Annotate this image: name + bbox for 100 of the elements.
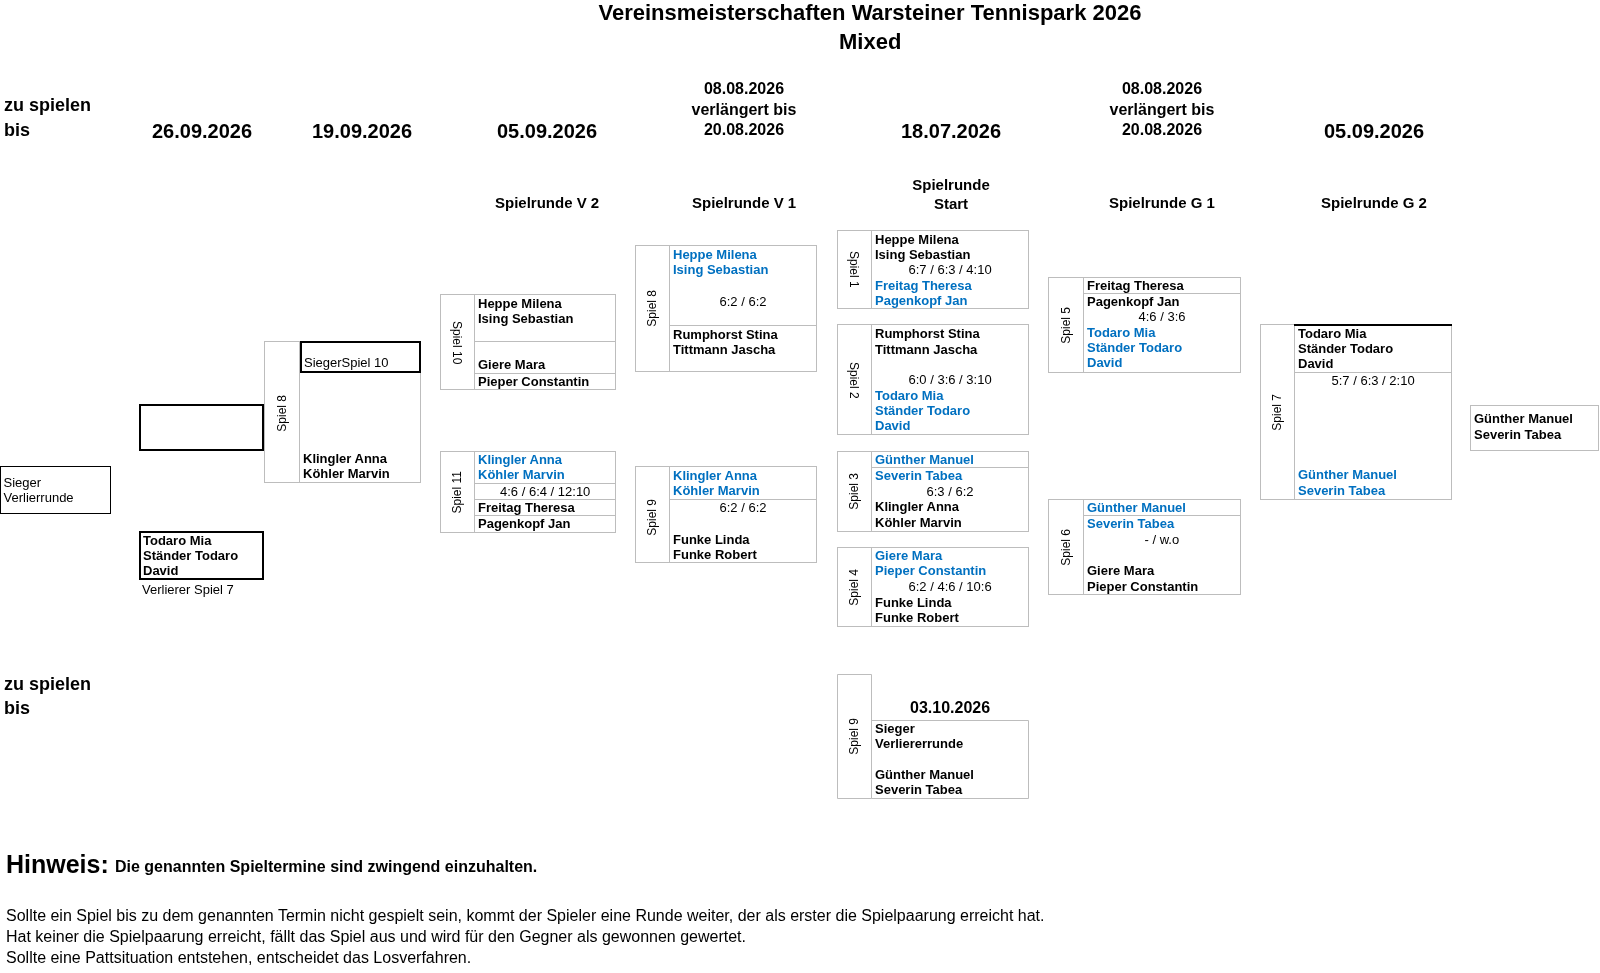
player-name: Severin Tabea (1087, 516, 1175, 531)
player-name: Heppe Milena (673, 247, 757, 262)
player-name: Giere Mara (1087, 563, 1155, 578)
match-number: Spiel 6 (1058, 528, 1073, 566)
round-heading: Spielrunde G 1 (1109, 194, 1215, 212)
player-name: Klingler Anna (673, 468, 758, 483)
player-name: Freitag Theresa (875, 278, 972, 293)
match-number: Spiel 5 (1058, 306, 1073, 344)
player-name: Freitag Theresa (478, 500, 575, 515)
player-name: Giere Mara (478, 357, 546, 372)
player-name: Ständer Todaro David (1298, 341, 1395, 371)
player-name: Severin Tabea (875, 468, 963, 483)
page-subtitle: Mixed (839, 30, 902, 54)
player-name: Rumphorst Stina (875, 326, 980, 341)
player-name: Todaro Mia (875, 388, 944, 403)
player-name: Ising Sebastian (875, 247, 971, 262)
team-box (139, 531, 264, 580)
player-name: Funke Robert (673, 547, 757, 562)
player-name: Todaro Mia (1298, 326, 1367, 341)
match-box (837, 324, 1029, 435)
match-number: Spiel 9 (847, 717, 861, 755)
player-name: Severin Tabea (1298, 483, 1386, 498)
placeholder-text: SiegerSpiel 10 (304, 355, 389, 370)
date-heading: 18.07.2026 (901, 119, 1002, 143)
player-name: Günther Manuel (875, 767, 974, 782)
match-box (837, 674, 1029, 799)
match-box (635, 466, 817, 563)
player-name: Pagenkopf Jan (875, 293, 968, 308)
match-box (635, 245, 817, 372)
player-name: Tittmann Jascha (673, 342, 776, 357)
match-box (837, 230, 1029, 309)
score-text: 6:2 / 6:2 (719, 294, 767, 309)
player-name: Pieper Constantin (478, 374, 590, 389)
match-number: Spiel 8 (645, 289, 659, 327)
match-number: Spiel 1 (847, 250, 861, 288)
player-name: Ständer Todaro David (1087, 340, 1184, 370)
match-number: Spiel 10 (450, 320, 464, 364)
score-text: 6:2 / 4:6 / 10:6 (908, 579, 992, 594)
player-name: Todaro Mia (143, 533, 212, 548)
player-name: Ising Sebastian (478, 311, 574, 326)
match-box (837, 547, 1029, 627)
score-text: 5:7 / 6:3 / 2:10 (1331, 373, 1415, 388)
player-name: Sieger Verliererrunde (875, 721, 965, 751)
match-box (440, 451, 616, 533)
score-text: - / w.o (1144, 532, 1180, 547)
round-heading: Spielrunde Start (911, 175, 991, 213)
player-name: Tittmann Jascha (875, 342, 978, 357)
match-number: Spiel 7 (1270, 393, 1284, 431)
round-heading: Spielrunde V 1 (692, 194, 797, 212)
empty-box (139, 404, 264, 451)
player-name: Giere Mara (875, 548, 943, 563)
score-text: 6:0 / 3:6 / 3:10 (908, 372, 992, 387)
placeholder-box (300, 341, 421, 373)
match-box (1048, 277, 1241, 373)
player-name: Günther Manuel (1474, 411, 1573, 426)
match-number: Spiel 2 (847, 361, 861, 399)
player-name: Funke Robert (875, 610, 959, 625)
note-heading: Hinweis: (6, 849, 109, 879)
player-name: Ständer Todaro David (875, 403, 972, 433)
player-name: Pieper Constantin (875, 563, 987, 578)
match-number: Spiel 8 (274, 394, 289, 432)
match-number: Spiel 9 (645, 498, 659, 536)
note-text: Sollte ein Spiel bis zu dem genannten Termin nicht gespielt sein, kommt der Spieler eine Runde weiter, der als erster die Spielpaarung erreicht hat. (6, 906, 1045, 926)
player-name: Ständer Todaro David (143, 548, 240, 578)
player-name: Todaro Mia (1087, 325, 1156, 340)
page-title: Vereinsmeisterschaften Warsteiner Tennispark 2026 (598, 1, 1142, 25)
deadline-label: zu spielen bis (4, 673, 93, 720)
round-heading: Spielrunde G 2 (1321, 194, 1427, 212)
placeholder-box (0, 466, 111, 514)
deadline-label: zu spielen bis (4, 94, 93, 142)
match-box (1048, 499, 1241, 595)
round-heading: Spielrunde V 2 (495, 194, 600, 212)
player-name: Köhler Marvin (478, 467, 565, 482)
match-box (1260, 324, 1452, 500)
caption-text: Verlierer Spiel 7 (142, 582, 234, 597)
player-name: Pagenkopf Jan (1087, 294, 1180, 309)
match-number: Spiel 4 (847, 568, 861, 606)
player-name: Günther Manuel (1087, 500, 1186, 515)
player-name: Funke Linda (875, 595, 952, 610)
note-text: Hat keiner die Spielpaarung erreicht, fällt das Spiel aus und wird für den Gegner als gewonnen gewertet. (6, 927, 746, 947)
date-heading: 08.08.2026 verlängert bis 20.08.2026 (1108, 79, 1216, 140)
player-name: Heppe Milena (875, 232, 959, 247)
player-name: Köhler Marvin (875, 515, 962, 530)
score-text: 6:3 / 6:2 (926, 484, 974, 499)
player-name: Freitag Theresa (1087, 278, 1184, 293)
player-name: Klingler Anna (303, 451, 388, 466)
player-name: Pagenkopf Jan (478, 516, 571, 531)
match-number: Spiel 11 (450, 471, 464, 514)
note-text: Sollte eine Pattsituation entstehen, entscheidet das Losverfahren. (6, 948, 472, 968)
match-number: Spiel 3 (847, 472, 861, 510)
score-text: 6:7 / 6:3 / 4:10 (908, 262, 992, 277)
placeholder-text: Sieger Verlierrunde (3, 474, 75, 505)
player-name: Günther Manuel (875, 452, 974, 467)
score-text: 4:6 / 3:6 (1138, 309, 1186, 324)
player-name: Funke Linda (673, 532, 750, 547)
match-box (837, 451, 1029, 532)
match-box (440, 294, 616, 390)
score-text: 4:6 / 6:4 / 12:10 (500, 484, 591, 499)
date-heading: 05.09.2026 (1324, 119, 1425, 143)
player-name: Klingler Anna (478, 452, 563, 467)
